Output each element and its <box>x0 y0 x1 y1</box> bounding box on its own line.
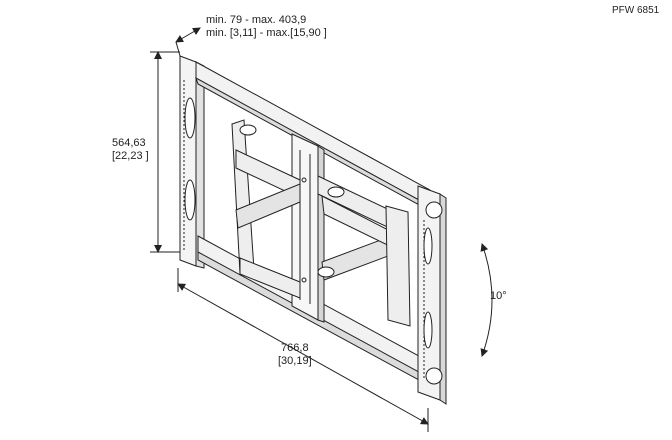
height-dimension-line <box>150 51 180 253</box>
depth-dimension-line <box>175 27 201 57</box>
height-inch: [22,23 ] <box>112 150 149 162</box>
tv-bracket <box>417 185 447 405</box>
height-mm: 564,63 <box>112 137 146 149</box>
wall-plate <box>179 55 205 269</box>
model-number: PFW 6851 <box>612 5 660 16</box>
depth-mm: min. 79 - max. 403,9 <box>206 14 307 26</box>
articulating-arms <box>231 119 411 327</box>
depth-dimension-label: min. 79 - max. 403,9 min. [3,11] - max.[… <box>206 14 327 40</box>
width-dimension-line <box>177 268 429 432</box>
height-dimension-label: 564,63 [22,23 ] <box>112 137 149 163</box>
tilt-arc <box>480 243 493 357</box>
tilt-angle-label: 10° <box>490 290 507 302</box>
depth-inch: min. [3,11] - max.[15,90 ] <box>206 27 327 39</box>
